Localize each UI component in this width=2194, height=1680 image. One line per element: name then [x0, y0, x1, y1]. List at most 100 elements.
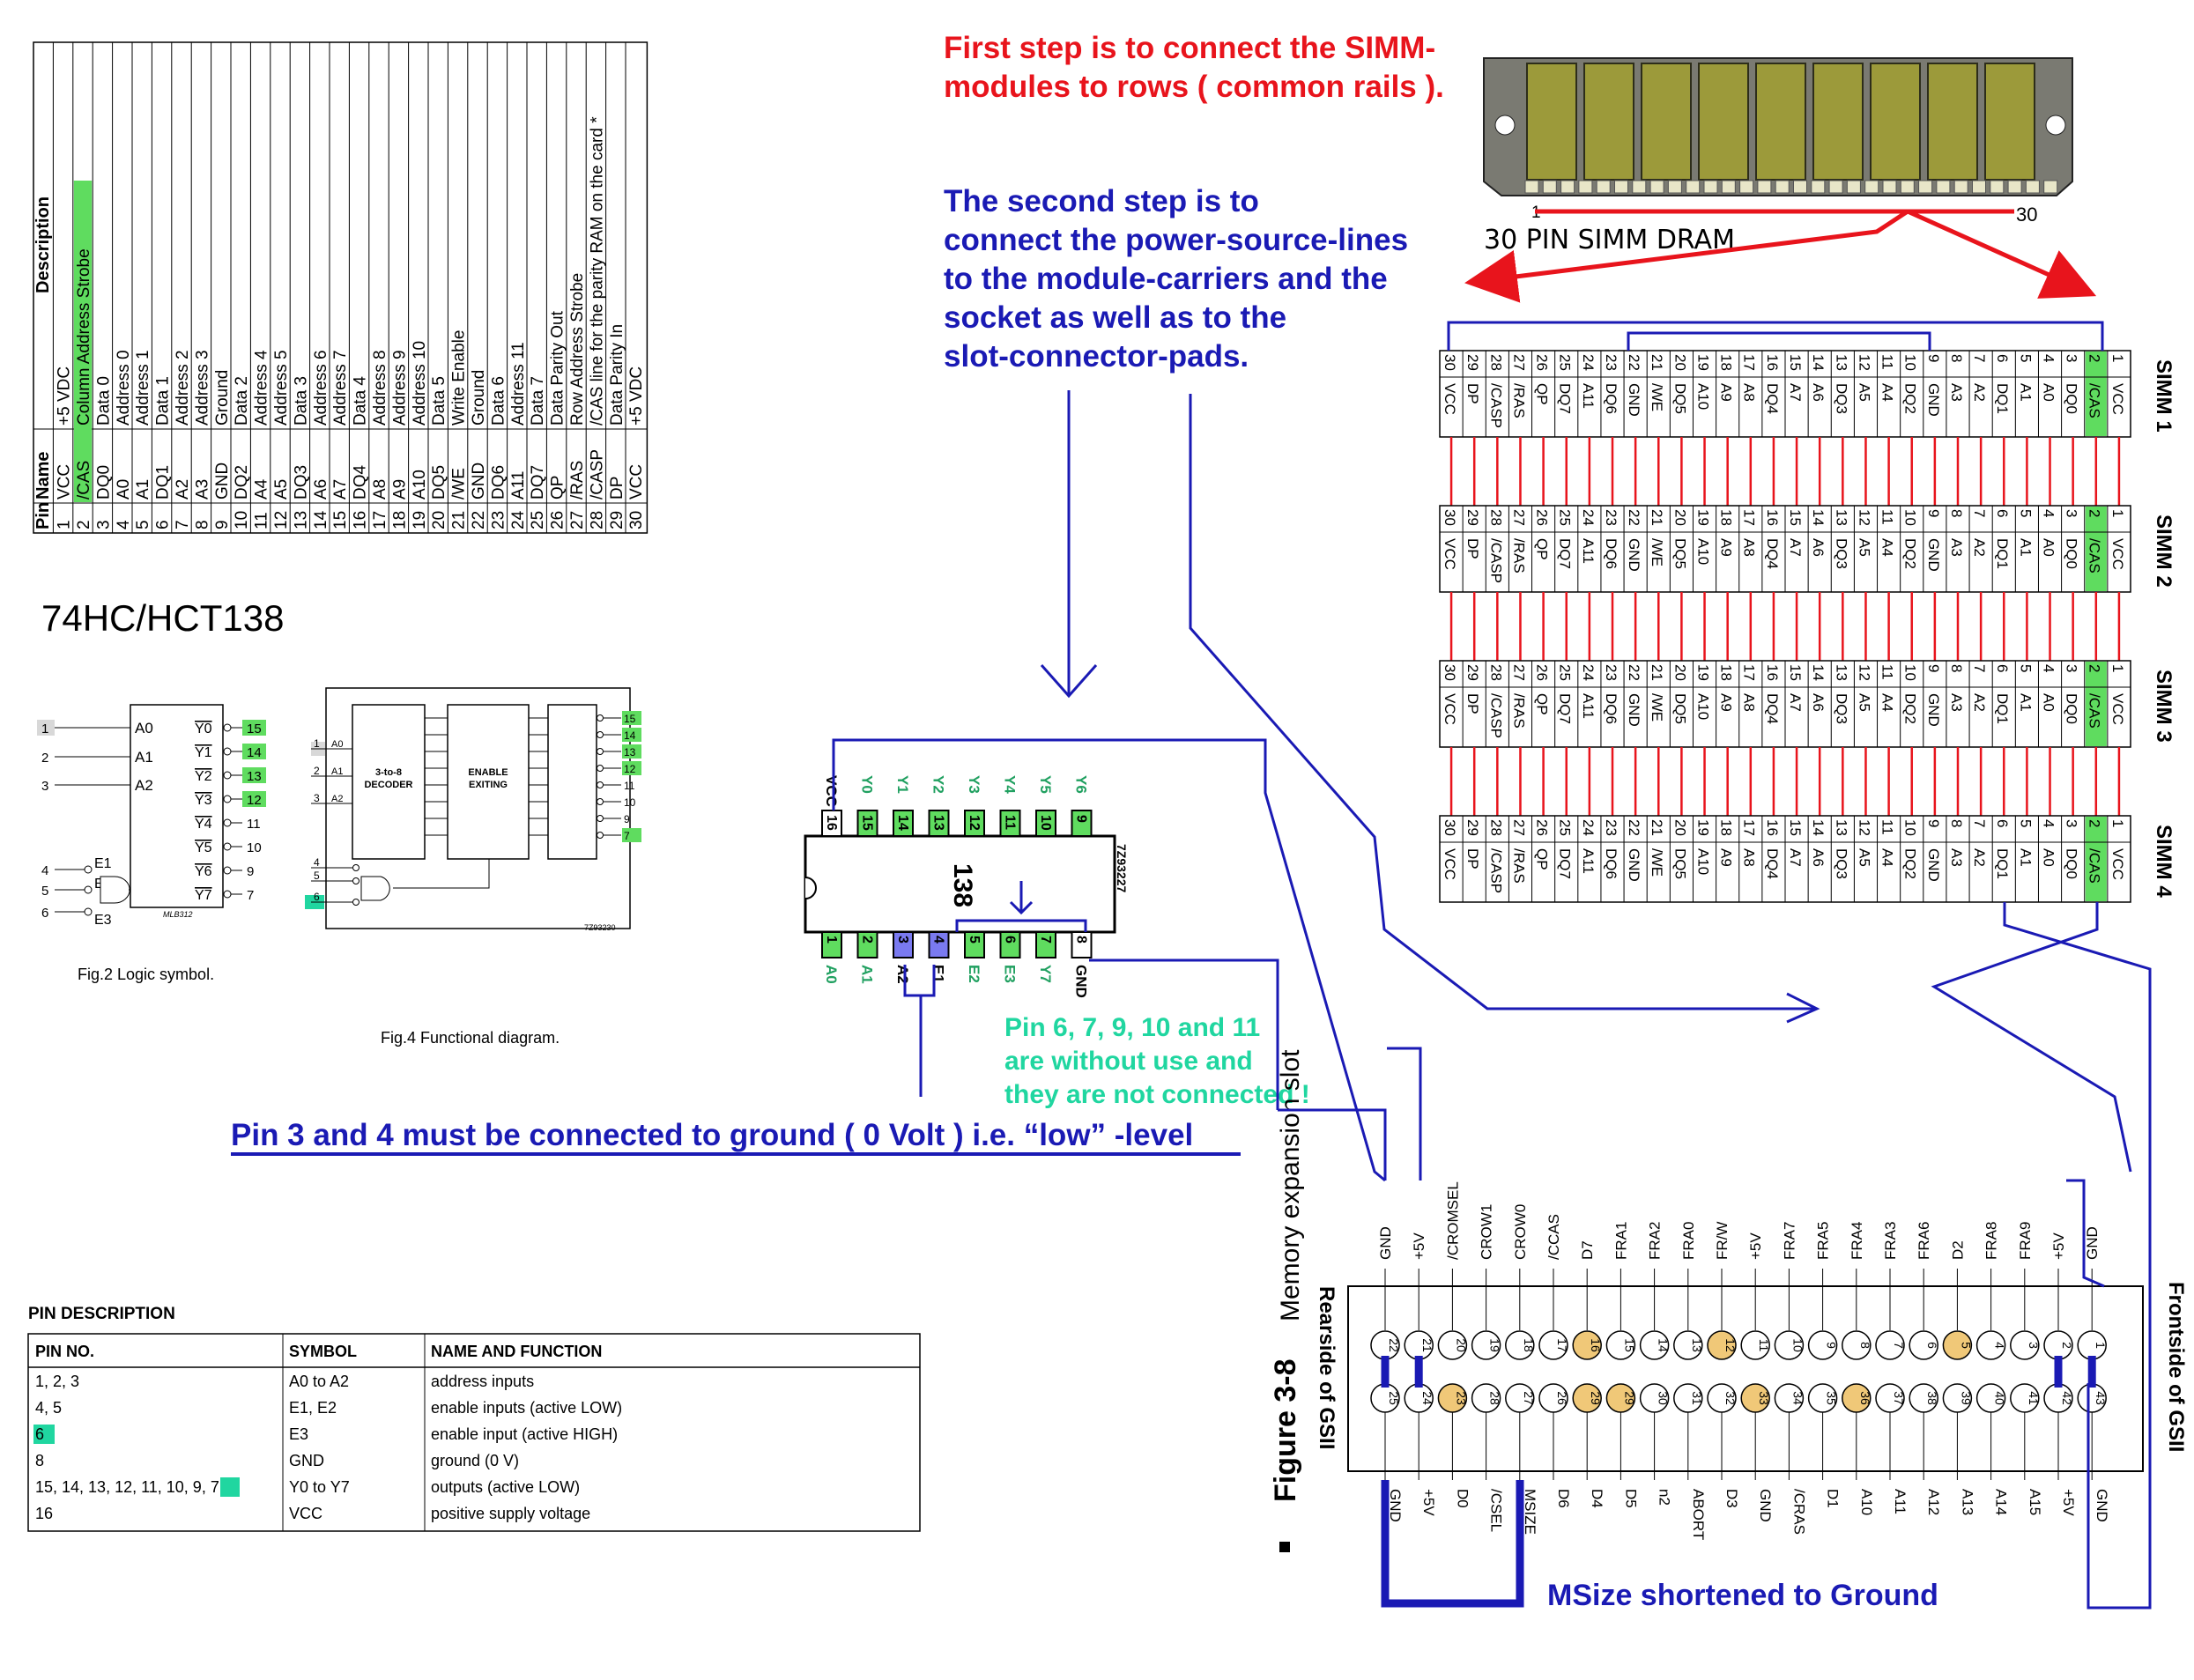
simm-row-pin-number: 28 — [1487, 354, 1504, 371]
simm-row-pin-name: DQ1 — [1994, 538, 2011, 569]
simm-row-pin-number: 24 — [1580, 664, 1597, 681]
ic-top-pin-label: Y4 — [1002, 775, 1019, 794]
simm-row-pin-name: A0 — [2040, 383, 2057, 402]
table-pin-number: 5 — [134, 520, 152, 529]
slot-title: Memory expansion slot — [1276, 1049, 1305, 1321]
slot-rear-label: Rearside of GSII — [1315, 1286, 1338, 1449]
table-header-name: Name — [33, 452, 53, 500]
simm-row-pin-name: VCC — [2109, 538, 2126, 570]
simm-row-pin-name: DQ3 — [1833, 693, 1849, 724]
slot-top-number: 5 — [1959, 1342, 1973, 1349]
table-pin-description: Data Parity In — [608, 324, 626, 426]
simm-row-pin-name: VCC — [1442, 848, 1458, 880]
simm-row-pin-number: 29 — [1464, 509, 1481, 526]
simm-row-pin-number: 22 — [1626, 664, 1642, 681]
slot-top-label: CROW0 — [1512, 1204, 1529, 1260]
simm-row-pin-name: DQ7 — [1557, 848, 1574, 879]
logic-input-pin: 1 — [41, 722, 48, 736]
simm-row-pin-name: A5 — [1856, 693, 1872, 712]
annotation-notes: First step is to connect the SIMM- modul… — [231, 31, 1938, 1612]
table-pin-name: DP — [608, 477, 626, 500]
table-pin-name: VCC — [627, 464, 646, 500]
table-pin-description: Data 7 — [529, 376, 547, 426]
table-pin-name: DQ5 — [430, 465, 448, 500]
simm-row-pin-number: 29 — [1464, 819, 1481, 836]
simm-row-pin-name: DQ3 — [1833, 538, 1849, 569]
simm-row-pin-name: A5 — [1856, 383, 1872, 402]
slot-top-number: 7 — [1892, 1342, 1906, 1349]
simm-row-pin-number: 13 — [1833, 664, 1849, 681]
slot-bottom-number: 37 — [1892, 1391, 1906, 1405]
simm-label: SIMM 2 — [2152, 514, 2175, 588]
table-pin-name: GND — [213, 463, 232, 500]
table-pin-number: 23 — [489, 511, 508, 529]
simm-row-pin-name: DP — [1464, 848, 1481, 870]
simm-row-pin-name: VCC — [1442, 693, 1458, 725]
slot-top-number: 12 — [1723, 1338, 1738, 1352]
slot-bottom-number: 28 — [1488, 1391, 1502, 1405]
simm-row-pin-name: DQ5 — [1671, 383, 1688, 414]
ic-top-pin-number: 15 — [860, 815, 875, 831]
simm-row-pin-number: 1 — [2109, 819, 2126, 827]
logic-code: MLB312 — [163, 910, 193, 919]
simm-row-pin-number: 2 — [2087, 819, 2103, 827]
table-pin-name: A2 — [174, 479, 192, 500]
ic-top-pin-number: 14 — [895, 815, 910, 831]
table-pin-name: DQ2 — [233, 465, 251, 500]
slot-figure: Figure 3-8 — [1269, 1359, 1302, 1502]
logic-symbol-figure: 1A02A13A24E15E26E3Y015Y114Y213Y312Y411Y5… — [37, 704, 266, 983]
table-pin-name: A0 — [115, 479, 133, 500]
table-pin-name: DQ1 — [154, 465, 173, 500]
table-pin-name: A1 — [134, 479, 152, 500]
simm-row-pin-name: DQ0 — [2064, 848, 2080, 879]
simm-row-pin-number: 27 — [1510, 509, 1527, 526]
simm-row-pin-name: A11 — [1580, 693, 1597, 719]
table-pin-number: 20 — [430, 511, 448, 529]
simm-row-pin-number: 2 — [2087, 664, 2103, 672]
slot-bottom-number: 27 — [1522, 1391, 1536, 1405]
slot-top-label: FRA1 — [1612, 1222, 1629, 1260]
pin-desc-pin: 4, 5 — [35, 1399, 62, 1417]
simm-row-pin-name: DQ5 — [1671, 538, 1688, 569]
fd-input-pin: 2 — [314, 765, 320, 777]
pin-desc-pin: 1, 2, 3 — [35, 1373, 79, 1390]
simm-row-pin-name: DQ7 — [1557, 538, 1574, 569]
simm-row-pin-number: 18 — [1718, 819, 1735, 836]
fd-input-label: A1 — [331, 766, 343, 777]
slot-bottom-label: /CSEL — [1488, 1489, 1505, 1532]
table-pin-name: A4 — [253, 478, 271, 500]
table-pin-description: Address 9 — [390, 350, 409, 426]
slot-top-label: CROW1 — [1479, 1204, 1495, 1260]
pin-desc-symbol: E3 — [289, 1425, 308, 1443]
msize-note: MSize shortened to Ground — [1547, 1579, 1938, 1612]
simm-row-pin-name: DQ7 — [1557, 693, 1574, 724]
simm-row-pin-name: A3 — [1948, 383, 1965, 402]
simm-row-pin-number: 7 — [1971, 664, 1988, 672]
simm-row-pin-name: /CAS — [2087, 848, 2103, 884]
simm-row-pin-name: /CAS — [2087, 538, 2103, 574]
simm-row-pin-number: 8 — [1948, 509, 1965, 517]
simm-row-pin-name: A5 — [1856, 848, 1872, 867]
table-pin-number: 25 — [529, 511, 547, 529]
table-pin-description: Data 0 — [94, 376, 113, 426]
simm-row-pin-number: 4 — [2040, 354, 2057, 362]
simm-row-pin-number: 16 — [1764, 509, 1781, 526]
simm-row-pin-name: A2 — [1971, 693, 1988, 712]
simm-row-pin-number: 21 — [1649, 354, 1665, 371]
pin-desc-symbol: A0 to A2 — [289, 1373, 349, 1390]
table-pin-number: 16 — [352, 511, 370, 529]
table-pin-name: DQ0 — [94, 465, 113, 500]
simm-row-pin-number: 26 — [1534, 509, 1551, 526]
logic-output-pin: 14 — [247, 745, 262, 760]
logic-input-label: A0 — [135, 720, 153, 736]
table-pin-name: A5 — [272, 479, 291, 500]
simm-row-pin-number: 10 — [1902, 664, 1919, 681]
table-pin-name: DQ6 — [489, 465, 508, 500]
simm-row-pin-number: 11 — [1879, 509, 1896, 525]
logic-output-label: Y3 — [195, 793, 212, 808]
slot-top-number: 8 — [1858, 1342, 1872, 1349]
slot-top-number: 19 — [1488, 1338, 1502, 1352]
slot-top-number: 16 — [1589, 1338, 1603, 1352]
simm-row-pin-number: 23 — [1603, 354, 1620, 371]
